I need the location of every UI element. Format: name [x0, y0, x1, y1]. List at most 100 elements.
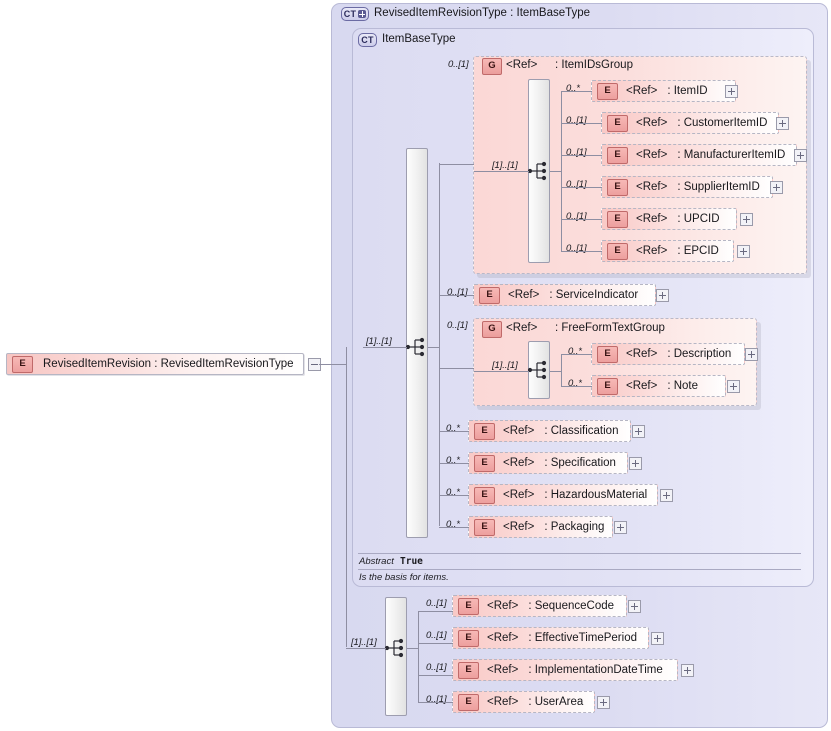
sequence-compositor-base[interactable] [406, 148, 428, 538]
line-user-area [418, 702, 453, 703]
expand-plus-icon-packaging[interactable] [614, 521, 627, 534]
element-hazardous-material[interactable]: E <Ref> : HazardousMaterial [468, 484, 658, 506]
element-badge-icon: E [607, 242, 628, 260]
line-specification [439, 463, 469, 464]
line-base-branch-vertical [439, 163, 440, 526]
cardinality-user-area: 0..[1] [426, 694, 447, 705]
group-free-form-text-name: : FreeFormTextGroup [555, 322, 665, 334]
complex-type-badge-outer[interactable]: CT [341, 7, 369, 21]
element-name-label: : SupplierItemID [677, 181, 760, 193]
complex-type-badge-inner[interactable]: CT [358, 33, 377, 47]
element-ref-label: <Ref> [487, 664, 519, 676]
expand-plus-icon-customer-item-id[interactable] [776, 117, 789, 130]
element-service-indicator[interactable]: E <Ref> : ServiceIndicator [473, 284, 656, 306]
line-sequence-code [418, 611, 453, 612]
expand-plus-icon-upcid[interactable] [740, 213, 753, 226]
group-badge-item-ids: G [482, 58, 502, 75]
expand-plus-icon-hazardous-material[interactable] [660, 489, 673, 502]
expand-plus-icon-implementation-date-time[interactable] [681, 664, 694, 677]
expand-plus-icon-classification[interactable] [632, 425, 645, 438]
element-ref-label: <Ref> [626, 85, 658, 97]
cardinality-note: 0..* [568, 378, 582, 389]
line-note [561, 386, 592, 387]
root-connector-line [319, 364, 332, 365]
expand-plus-icon-manufacturer-item-id[interactable] [794, 149, 807, 162]
element-customer-item-id[interactable]: E <Ref> : CustomerItemID [601, 112, 779, 134]
line-service-indicator [439, 295, 474, 296]
line-root-spine [346, 347, 347, 647]
complex-type-outer-title: RevisedItemRevisionType : ItemBaseType [374, 7, 591, 19]
element-badge-icon: E [474, 454, 495, 472]
element-packaging[interactable]: E <Ref> : Packaging [468, 516, 613, 538]
cardinality-manufacturer-item-id: 0..[1] [566, 147, 587, 158]
element-name-label: : UserArea [528, 696, 584, 708]
expand-plus-icon-effective-time-period[interactable] [651, 632, 664, 645]
element-name-label: : CustomerItemID [677, 117, 768, 129]
expand-plus-icon-item-id[interactable] [725, 85, 738, 98]
element-sequence-code[interactable]: E <Ref> : SequenceCode [452, 595, 627, 617]
element-upcid[interactable]: E <Ref> : UPCID [601, 208, 737, 230]
group-item-ids-ref: <Ref> [506, 59, 538, 71]
element-classification[interactable]: E <Ref> : Classification [468, 420, 631, 442]
sequence-icon-base [405, 337, 425, 357]
element-badge-icon: E [607, 114, 628, 132]
line-to-free-form-text-group [439, 368, 474, 369]
expand-plus-icon-epcid[interactable] [737, 245, 750, 258]
element-supplier-item-id[interactable]: E <Ref> : SupplierItemID [601, 176, 773, 198]
line-item-ids-seq-out [550, 171, 562, 172]
line-extension-branch [418, 611, 419, 702]
expand-plus-icon-specification[interactable] [629, 457, 642, 470]
line-hazardous-material [439, 495, 469, 496]
line-effective-time-period [418, 643, 453, 644]
element-user-area[interactable]: E <Ref> : UserArea [452, 691, 595, 713]
element-badge-icon: E [458, 629, 479, 647]
cardinality-supplier-item-id: 0..[1] [566, 179, 587, 190]
element-ref-label: <Ref> [626, 348, 658, 360]
line-to-item-ids-group [439, 164, 474, 165]
annotation-documentation: Is the basis for items. [359, 572, 449, 583]
cardinality-item-id: 0..* [566, 83, 580, 94]
annotation-abstract-label: Abstract [359, 556, 394, 567]
line-root-to-spine [332, 364, 347, 365]
element-specification[interactable]: E <Ref> : Specification [468, 452, 628, 474]
element-ref-label: <Ref> [636, 149, 668, 161]
line-customer-item-id [561, 123, 602, 124]
element-effective-time-period[interactable]: E <Ref> : EffectiveTimePeriod [452, 627, 649, 649]
element-name-label: : ImplementationDateTime [528, 664, 663, 676]
expand-plus-icon[interactable] [358, 10, 367, 18]
expand-plus-icon-description[interactable] [745, 348, 758, 361]
sequence-icon-item-ids [527, 161, 547, 181]
expand-plus-icon-note[interactable] [727, 380, 740, 393]
expand-plus-icon-sequence-code[interactable] [628, 600, 641, 613]
element-item-id[interactable]: E <Ref> : ItemID [591, 80, 736, 102]
element-ref-label: <Ref> [503, 457, 535, 469]
expand-plus-icon-supplier-item-id[interactable] [770, 181, 783, 194]
element-manufacturer-item-id[interactable]: E <Ref> : ManufacturerItemID [601, 144, 797, 166]
line-item-id [561, 91, 592, 92]
line-free-form-seq-in [474, 371, 529, 372]
line-extension-seq-out [407, 648, 419, 649]
element-ref-label: <Ref> [503, 521, 535, 533]
line-free-form-seq-out [550, 371, 562, 372]
sequence-compositor-extension[interactable] [385, 597, 407, 716]
element-ref-label: <Ref> [636, 181, 668, 193]
element-name-label: : Description [667, 348, 732, 360]
element-ref-label: <Ref> [487, 632, 519, 644]
root-element-revised-item-revision[interactable]: E RevisedItemRevision : RevisedItemRevis… [6, 353, 304, 375]
cardinality-sequence-code: 0..[1] [426, 598, 447, 609]
element-name-label: : EPCID [677, 245, 719, 257]
cardinality-upcid: 0..[1] [566, 211, 587, 222]
expand-plus-icon-service-indicator[interactable] [656, 289, 669, 302]
expand-plus-icon-user-area[interactable] [597, 696, 610, 709]
line-base-seq-out [428, 347, 440, 348]
line-item-ids-seq-in [474, 171, 529, 172]
element-description[interactable]: E <Ref> : Description [591, 343, 745, 365]
element-implementation-date-time[interactable]: E <Ref> : ImplementationDateTime [452, 659, 678, 681]
element-epcid[interactable]: E <Ref> : EPCID [601, 240, 734, 262]
sequence-icon-extension [384, 638, 404, 658]
line-base-seq-in [363, 347, 407, 348]
cardinality-effective-time-period: 0..[1] [426, 630, 447, 641]
element-ref-label: <Ref> [503, 489, 535, 501]
element-badge-icon: E [12, 355, 33, 373]
element-note[interactable]: E <Ref> : Note [591, 375, 726, 397]
